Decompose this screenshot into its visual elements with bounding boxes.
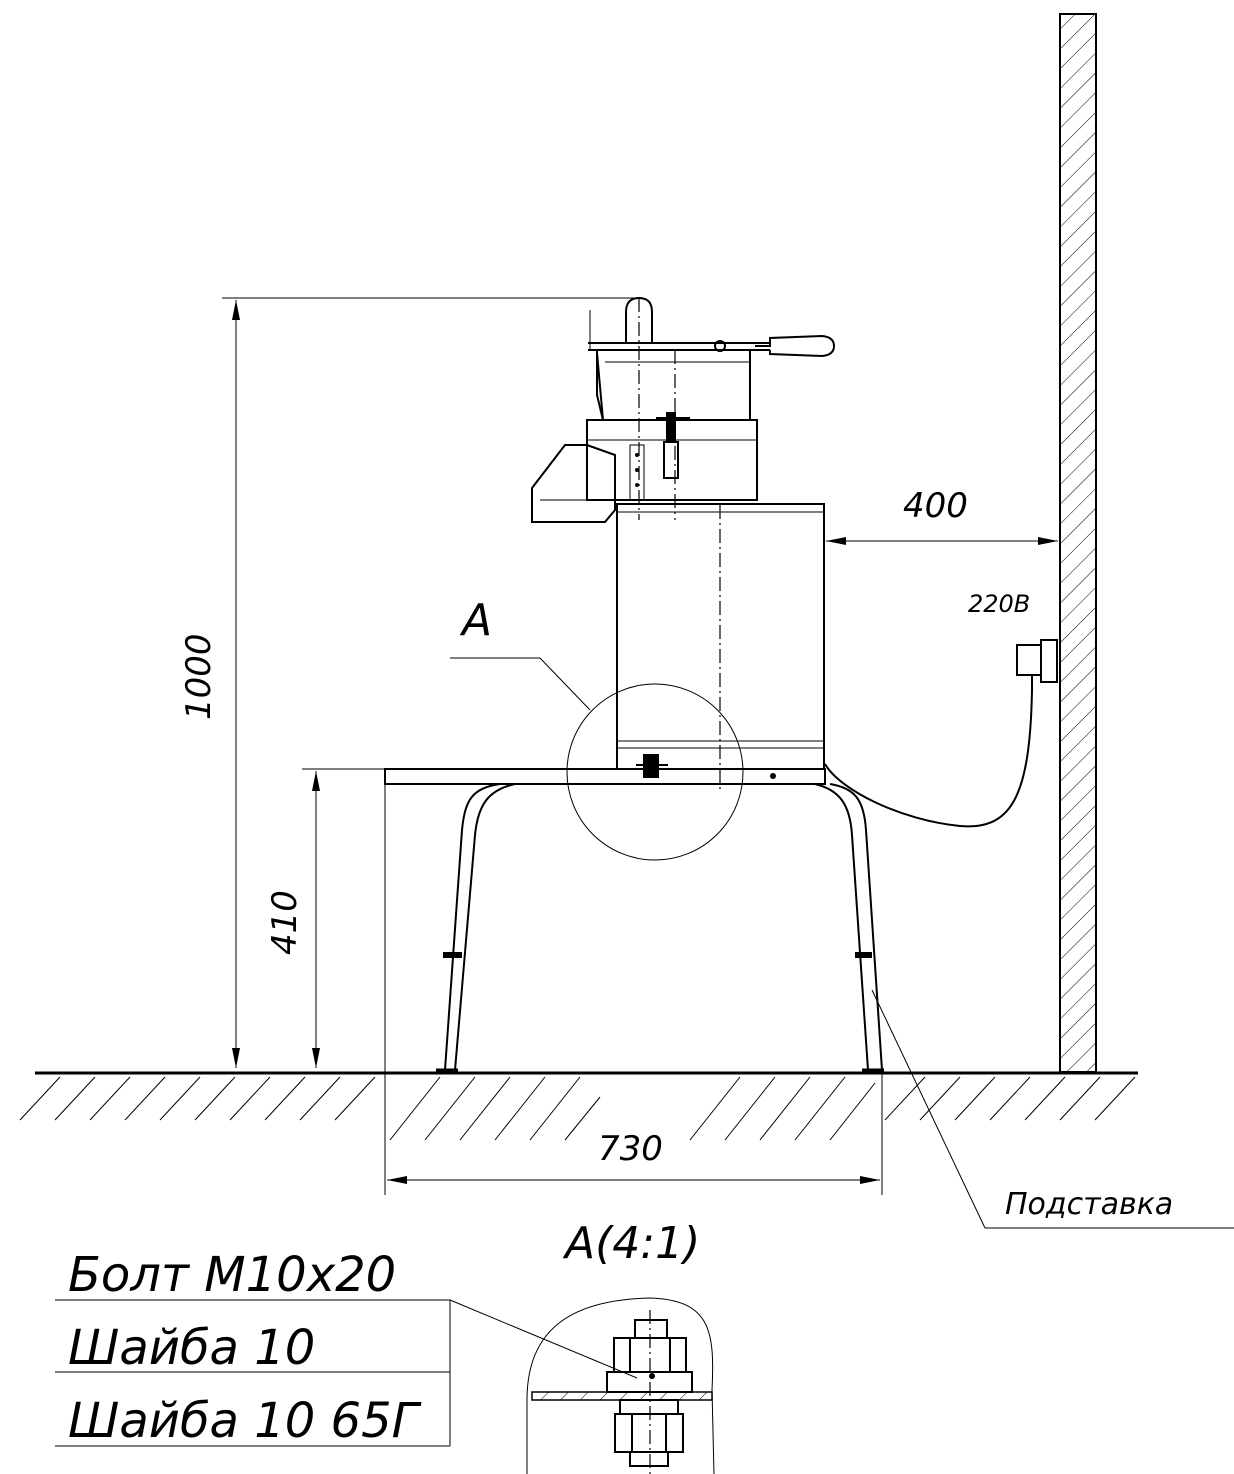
dimension-base-width <box>384 785 883 1195</box>
fastener-list-table <box>55 1299 638 1447</box>
wall-clearance-value: 400 <box>903 486 968 526</box>
power-supply-label: 220В <box>968 590 1030 618</box>
dimension-overall-height <box>222 297 634 1068</box>
stand-callout-label: Подставка <box>1005 1187 1173 1222</box>
floor <box>19 1071 1138 1141</box>
table-height-value: 410 <box>265 890 305 955</box>
stand <box>384 768 884 1072</box>
view-marker-a: A <box>459 595 492 646</box>
fastener-item-bolt: Болт М10х20 <box>68 1247 396 1303</box>
base-width-value: 730 <box>598 1129 663 1169</box>
power-cable <box>824 639 1058 828</box>
upper-assembly <box>531 296 836 523</box>
detail-view-title: A(4:1) <box>562 1218 700 1269</box>
fastener-item-spring-washer: Шайба 10 65Г <box>68 1393 422 1449</box>
machine-body <box>616 503 825 790</box>
overall-height-value: 1000 <box>179 633 219 720</box>
floor-hatching <box>19 1076 1136 1141</box>
stand-callout-leader <box>871 989 1234 1229</box>
detail-circle-a <box>450 657 744 861</box>
detail-view <box>526 1297 715 1474</box>
dimension-table-height <box>302 768 386 1068</box>
fastener-item-washer: Шайба 10 <box>68 1320 315 1376</box>
wall <box>1059 13 1097 1073</box>
